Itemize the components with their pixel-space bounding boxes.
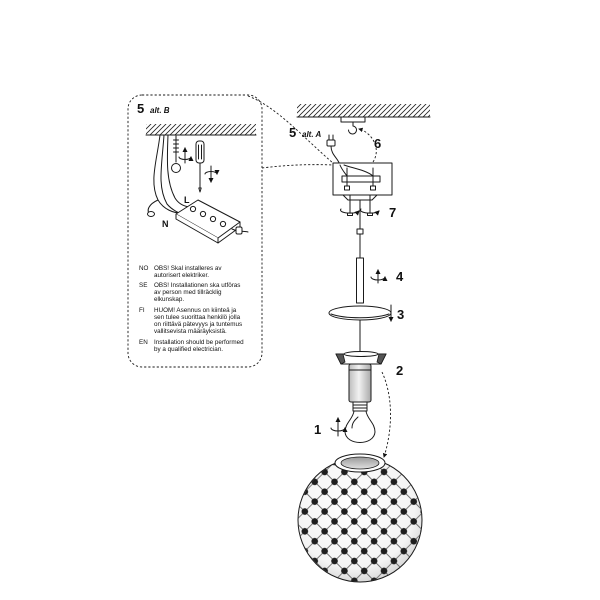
step-2-label: 2 [396,363,403,378]
step-6-label: 6 [374,136,381,151]
warning-se: SE OBS! Installationen ska utföras av pe… [139,282,240,303]
warning-code: FI [139,307,145,314]
callout-step-number: 5 [137,101,144,116]
rotate-arrow-icon [370,269,388,284]
ceiling-hatch-right [296,104,431,118]
step-1-label: 1 [314,422,321,437]
warning-line: vallitsevista määräyksistä. [154,328,227,335]
terminal-label-live: L [184,195,190,205]
callout-connector [247,95,334,164]
callout-connector [261,164,334,169]
step-3-label: 3 [397,307,404,322]
rotate-arrow-icon [178,147,194,164]
warning-line: elkunskap. [154,296,184,303]
ceiling-disc [328,305,392,321]
ceiling-hook-icon [340,116,366,135]
shade-arrow [381,371,391,458]
warning-line: on riittävä pätevyys ja tuntemus [154,321,242,328]
warning-code: SE [139,282,147,289]
lamp-socket [348,363,372,403]
rotate-arrow-icon [330,417,348,437]
rotate-arrow-icon [204,165,220,183]
warning-line: av person med tillräcklig [154,289,222,296]
net-globe-shade [297,453,423,583]
warning-line: autorisert elektriker. [154,272,209,279]
hang-arrow [358,127,377,163]
screwdriver-icon [195,140,205,193]
rotate-arrow-icon [340,208,380,216]
callout-step-variant: alt. B [150,106,170,115]
step-4-label: 4 [396,269,404,284]
callout-alt-b: 5 alt. B [127,94,263,368]
suspension-cord [356,199,364,304]
terminal-label-neutral: N [162,219,169,229]
warning-en: EN Installation should be performed by a… [139,339,244,353]
warning-line: by a qualified electrician. [154,346,223,353]
shade-holder-ring [335,351,387,365]
plug-icon [326,134,341,166]
step-7-label: 7 [389,205,396,220]
terminal-block [175,199,249,244]
hook-icon [171,135,181,173]
warning-code: NO [139,265,149,272]
warning-line: OBS! Skal installeres av [154,265,222,272]
junction-box [332,162,393,201]
mains-wires [147,134,190,217]
warning-line: Installation should be performed [154,339,244,346]
ceiling-hatch-left [145,124,257,136]
warning-line: sen tulee suorittaa henkilö jolla [154,314,241,321]
step-5-alt-a-number: 5 [289,125,296,140]
warning-fi: FI HUOM! Asennus on kiinteä ja sen tulee… [139,307,242,335]
warning-no: NO OBS! Skal installeres av autorisert e… [139,265,222,279]
warning-code: EN [139,339,148,346]
callout-border [127,94,263,368]
light-bulb-icon [344,401,376,443]
warning-line: HUOM! Asennus on kiinteä ja [154,307,237,314]
step-5-alt-a-variant: alt. A [302,130,321,139]
warning-line: OBS! Installationen ska utföras [154,282,240,289]
